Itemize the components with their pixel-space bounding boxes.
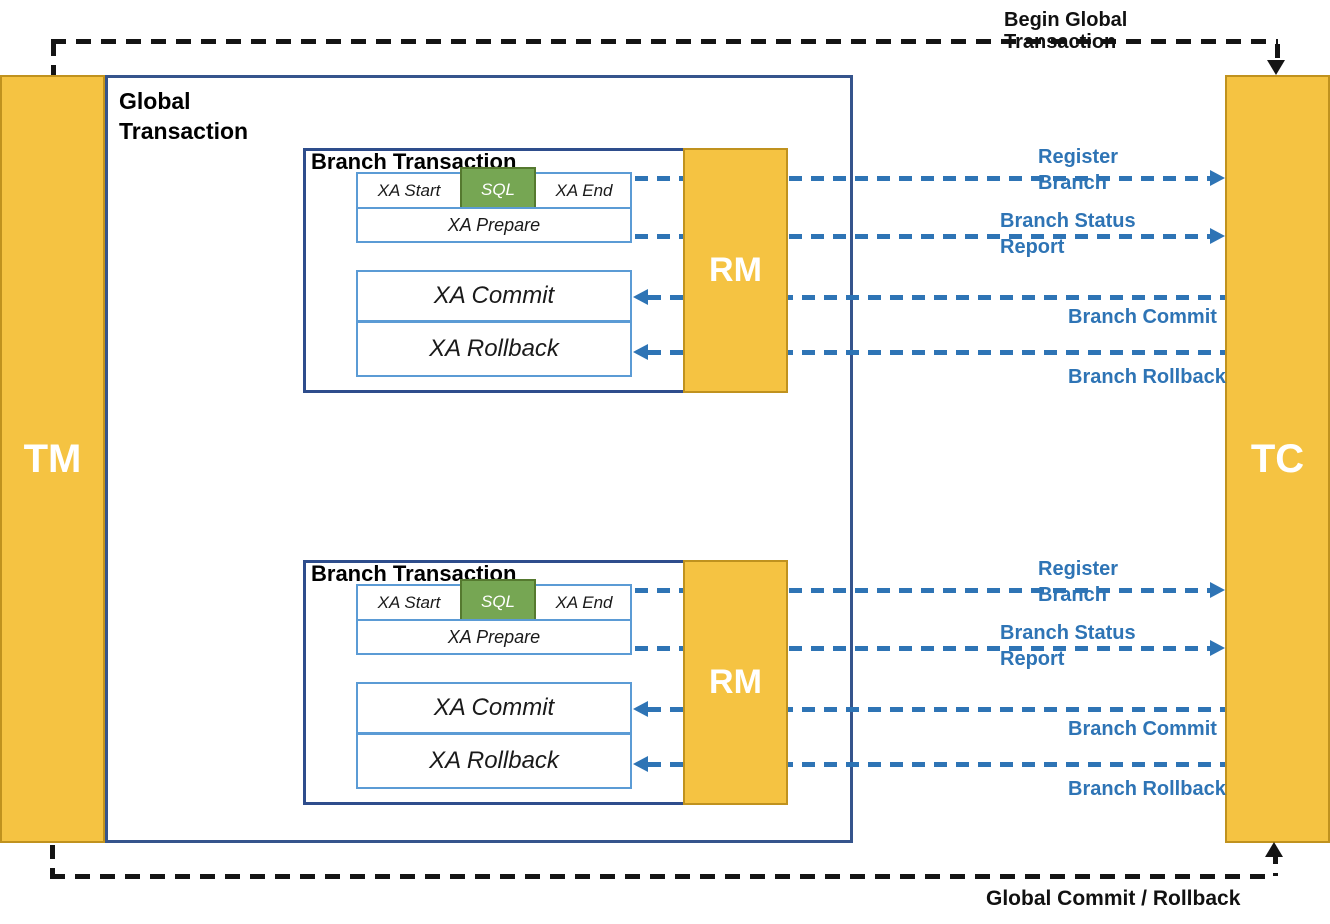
xa-rollback-step: XA Rollback [356,321,632,377]
branch-status-arrow [635,234,1213,239]
branch-status-arrowhead-icon [1210,228,1225,244]
branch-rollback-arrow [648,350,1225,355]
register-branch-arrowhead-icon [1210,582,1225,598]
xa-end-step: XA End [555,592,613,612]
rm-bar: RM [683,560,788,805]
xa-end-step: XA End [555,180,613,200]
begin-route-right-segment [1275,44,1280,62]
branch-commit-arrowhead-icon [633,701,648,717]
branch-status-report-label: Branch Status Report [1000,622,1136,670]
branch-rollback-arrowhead-icon [633,756,648,772]
begin-global-transaction-label: Begin Global Transaction [1004,9,1128,53]
begin-route-horizontal-segment [51,39,1278,44]
branch-rollback-label: Branch Rollback [1068,778,1226,800]
begin-route-arrowhead-icon [1267,60,1285,75]
branch-status-arrow [635,646,1213,651]
branch-commit-label: Branch Commit [1068,718,1217,740]
tm-bar: TM [0,75,105,843]
sql-step: SQL [460,167,536,212]
branch-commit-arrowhead-icon [633,289,648,305]
commit-route-arrowhead-icon [1265,842,1283,857]
branch-transaction-2: Branch Transaction XA Start XA End SQL X… [303,558,1226,805]
branch-commit-arrow [648,707,1225,712]
tc-bar: TC [1225,75,1330,843]
sql-step: SQL [460,579,536,624]
tm-label: TM [23,436,82,481]
branch-rollback-arrow [648,762,1225,767]
global-transaction-title: Global Transaction [119,88,249,144]
register-branch-label: Register Branch [1038,146,1119,194]
commit-route-horizontal-segment [50,874,1275,879]
xa-prepare-step: XA Prepare [356,207,632,243]
branch-rollback-label: Branch Rollback [1068,366,1226,388]
begin-route-left-segment [51,42,56,75]
register-branch-arrow [635,588,1213,593]
commit-route-left-segment [50,845,55,876]
tc-label: TC [1250,436,1305,481]
register-branch-label: Register Branch [1038,558,1119,606]
xa-rollback-step: XA Rollback [356,733,632,789]
branch-commit-arrow [648,295,1225,300]
xa-commit-step: XA Commit [356,682,632,734]
register-branch-arrowhead-icon [1210,170,1225,186]
branch-status-report-label: Branch Status Report [1000,210,1136,258]
rm-label: RM [709,251,762,289]
xa-start-step: XA Start [377,180,441,200]
xa-start-step: XA Start [377,592,441,612]
branch-rollback-arrowhead-icon [633,344,648,360]
rm-bar: RM [683,148,788,393]
branch-status-arrowhead-icon [1210,640,1225,656]
branch-transaction-1: Branch Transaction XA Start XA End SQL X… [303,146,1226,393]
global-commit-rollback-label: Global Commit / Rollback [986,887,1241,910]
register-branch-arrow [635,176,1213,181]
xa-prepare-step: XA Prepare [356,619,632,655]
rm-label: RM [709,663,762,701]
commit-route-right-segment [1273,850,1278,876]
xa-commit-step: XA Commit [356,270,632,322]
branch-commit-label: Branch Commit [1068,306,1217,328]
